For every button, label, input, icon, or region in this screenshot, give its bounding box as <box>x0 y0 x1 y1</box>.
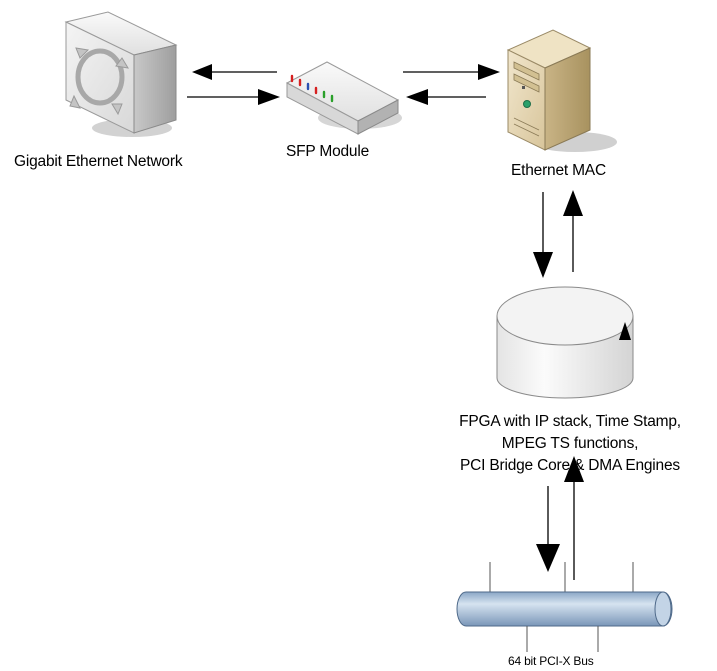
fpga-label-line-1: FPGA with IP stack, Time Stamp, <box>459 413 681 430</box>
sfp-module-label: SFP Module <box>286 143 370 160</box>
arrows-fpga-bus <box>536 456 584 580</box>
server-tower-icon <box>506 29 617 152</box>
cylinder-database-icon <box>496 286 634 399</box>
fpga-label: FPGA with IP stack, Time Stamp, MPEG TS … <box>420 411 717 477</box>
arrows-mac-fpga <box>533 190 583 278</box>
network-switch-icon <box>64 11 178 137</box>
arrows-network-sfp <box>187 64 280 105</box>
sfp-module-icon <box>285 61 402 135</box>
arrows-sfp-mac <box>403 64 500 105</box>
fpga-label-line-3: PCI Bridge Core & DMA Engines <box>460 457 680 474</box>
network-label: Gigabit Ethernet Network <box>14 153 183 170</box>
pipe-bus-icon <box>456 562 673 652</box>
ethernet-mac-label: Ethernet MAC <box>511 162 606 179</box>
fpga-label-line-2: MPEG TS functions, <box>501 435 639 452</box>
pci-bus-label: 64 bit PCI-X Bus <box>508 654 594 668</box>
